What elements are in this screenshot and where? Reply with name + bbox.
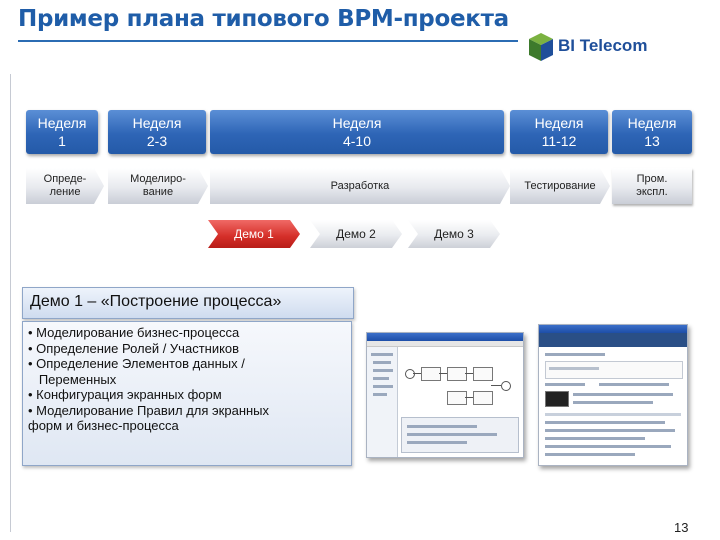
demo-title: Демо 1 – «Построение процесса» (30, 293, 282, 310)
process-task-icon (421, 367, 441, 381)
company-logo-text: BI Telecom (558, 36, 648, 55)
bullet-item: • Определение Элементов данных / Перемен… (28, 356, 245, 387)
phase-testing: Тестирование (510, 168, 610, 204)
tree-panel (367, 347, 398, 457)
toolbar (367, 341, 523, 347)
content-frame (10, 74, 709, 532)
end-event-icon (501, 381, 511, 391)
bullet-item: • Определение Ролей / Участников (28, 340, 240, 356)
bullet-item: • Моделирование бизнес-процесса (28, 325, 240, 340)
demo-1-chevron: Демо 1 (208, 220, 300, 248)
phase-development: Разработка (210, 168, 510, 204)
bullet-item: • Конфигурация экранных форм (28, 387, 222, 402)
web-form-screenshot (538, 324, 688, 466)
form-header (539, 333, 687, 347)
demo-3-chevron: Демо 3 (408, 220, 500, 248)
demo-title-bar (22, 287, 354, 319)
phase-modeling: Моделиро-вание (108, 168, 208, 204)
process-task-icon (447, 367, 467, 381)
page-number: 13 (674, 520, 689, 535)
window-titlebar (539, 325, 687, 333)
start-event-icon (405, 369, 415, 379)
process-modeler-screenshot (366, 332, 524, 458)
phase-production: Пром.экспл. (612, 168, 692, 204)
demo-2-chevron: Демо 2 (310, 220, 402, 248)
demo-bullet-list: • Моделирование бизнес-процесса • Опреде… (28, 325, 346, 434)
demo-bullet-box (22, 321, 352, 466)
thumbnail-image (545, 391, 569, 407)
phase-definition: Опреде-ление (26, 168, 104, 204)
form-field (545, 361, 683, 379)
page-title: Пример плана типового BPM-проекта (18, 6, 509, 32)
window-titlebar (367, 333, 523, 341)
process-task-icon (473, 367, 493, 381)
process-task-icon (473, 391, 493, 405)
process-task-icon (447, 391, 467, 405)
title-underline (18, 40, 518, 42)
cube-logo-icon (529, 33, 553, 61)
